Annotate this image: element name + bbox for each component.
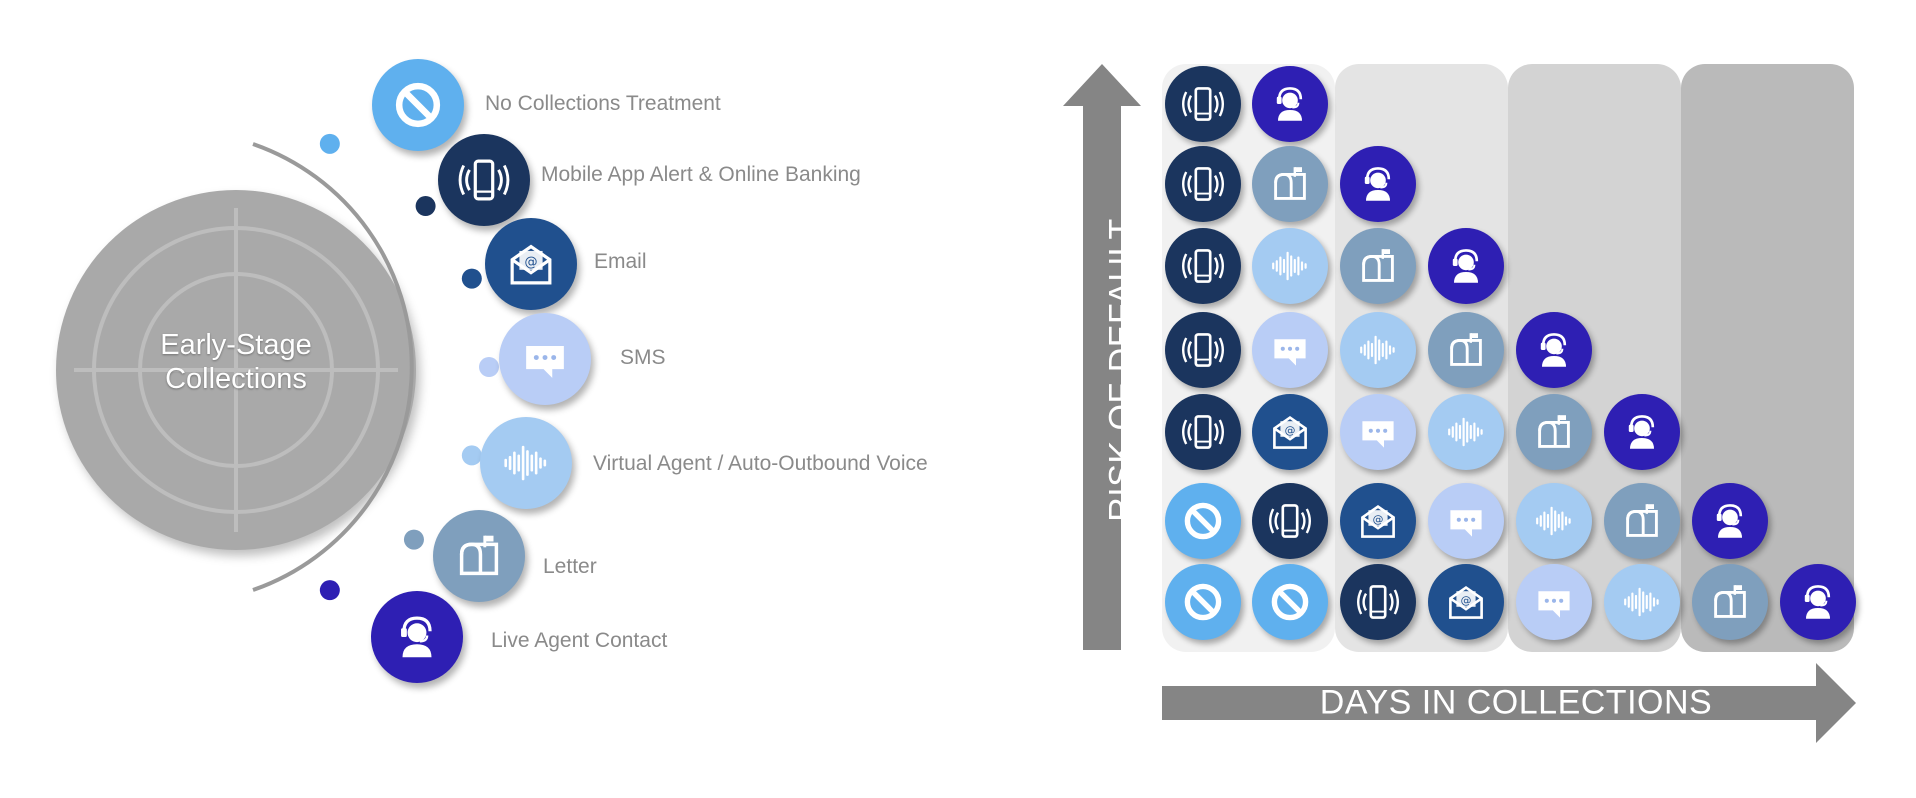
mobile-phone-icon xyxy=(438,134,530,226)
mobile-phone-icon xyxy=(1165,146,1241,222)
mailbox-icon xyxy=(1604,483,1680,559)
legend-label-mobile: Mobile App Alert & Online Banking xyxy=(541,163,861,186)
svg-text:@: @ xyxy=(1461,594,1472,607)
chat-bubble-icon xyxy=(1252,312,1328,388)
legend-label-none: No Collections Treatment xyxy=(485,92,721,115)
risk-arrow-icon xyxy=(1063,64,1141,650)
mailbox-icon xyxy=(1340,228,1416,304)
arc-dot xyxy=(461,268,482,289)
no-entry-icon xyxy=(1252,564,1328,640)
envelope-icon: @ xyxy=(1252,394,1328,470)
sound-wave-icon xyxy=(1340,312,1416,388)
chat-bubble-icon xyxy=(1428,483,1504,559)
target-title: Early-Stage Collections xyxy=(56,328,416,396)
early-stage-collections-target xyxy=(56,190,416,550)
mobile-phone-icon xyxy=(1340,564,1416,640)
legend-label-agent: Live Agent Contact xyxy=(491,629,668,652)
chat-bubble-icon xyxy=(499,313,591,405)
sound-wave-icon xyxy=(1516,483,1592,559)
svg-text:@: @ xyxy=(1285,424,1296,437)
headset-agent-icon xyxy=(1780,564,1856,640)
target-title-line2: Collections xyxy=(165,363,307,395)
mailbox-icon xyxy=(1428,312,1504,388)
days-in-collections-label: DAYS IN COLLECTIONS xyxy=(1319,683,1713,722)
no-entry-icon xyxy=(1165,564,1241,640)
headset-agent-icon xyxy=(1340,146,1416,222)
legend-label-voice: Virtual Agent / Auto-Outbound Voice xyxy=(593,452,928,475)
headset-agent-icon xyxy=(1252,66,1328,142)
envelope-icon: @ xyxy=(485,218,577,310)
legend-label-letter: Letter xyxy=(543,555,597,578)
headset-agent-icon xyxy=(1516,312,1592,388)
arc-dot xyxy=(319,133,340,154)
no-entry-icon xyxy=(372,59,464,151)
envelope-icon: @ xyxy=(1428,564,1504,640)
headset-agent-icon xyxy=(1604,394,1680,470)
chat-bubble-icon xyxy=(1340,394,1416,470)
legend-label-sms: SMS xyxy=(620,346,666,369)
sound-wave-icon xyxy=(1604,564,1680,640)
svg-text:@: @ xyxy=(1373,513,1384,526)
sound-wave-icon xyxy=(480,417,572,509)
sound-wave-icon xyxy=(1252,228,1328,304)
mobile-phone-icon xyxy=(1165,394,1241,470)
mailbox-icon xyxy=(1252,146,1328,222)
arc-dot xyxy=(415,196,436,217)
mobile-phone-icon xyxy=(1165,312,1241,388)
mobile-phone-icon xyxy=(1252,483,1328,559)
mailbox-icon xyxy=(1516,394,1592,470)
chat-bubble-icon xyxy=(1516,564,1592,640)
svg-text:@: @ xyxy=(524,255,537,270)
envelope-icon: @ xyxy=(1340,483,1416,559)
legend-label-email: Email xyxy=(594,250,647,273)
arc-dot xyxy=(461,445,482,466)
target-title-line1: Early-Stage xyxy=(160,329,312,361)
mobile-phone-icon xyxy=(1165,228,1241,304)
target-rings-icon xyxy=(74,208,398,532)
no-entry-icon xyxy=(1165,483,1241,559)
time-band-4 xyxy=(1681,64,1854,652)
headset-agent-icon xyxy=(1692,483,1768,559)
mailbox-icon xyxy=(433,510,525,602)
arc-dot xyxy=(479,357,499,377)
risk-of-default-label: RISK OF DEFAULT xyxy=(1102,218,1141,522)
mobile-phone-icon xyxy=(1165,66,1241,142)
arc-dot xyxy=(319,580,340,601)
days-arrow-icon xyxy=(1162,663,1856,743)
headset-agent-icon xyxy=(1428,228,1504,304)
headset-agent-icon xyxy=(371,591,463,683)
arc-dot xyxy=(403,529,424,550)
mailbox-icon xyxy=(1692,564,1768,640)
sound-wave-icon xyxy=(1428,394,1504,470)
